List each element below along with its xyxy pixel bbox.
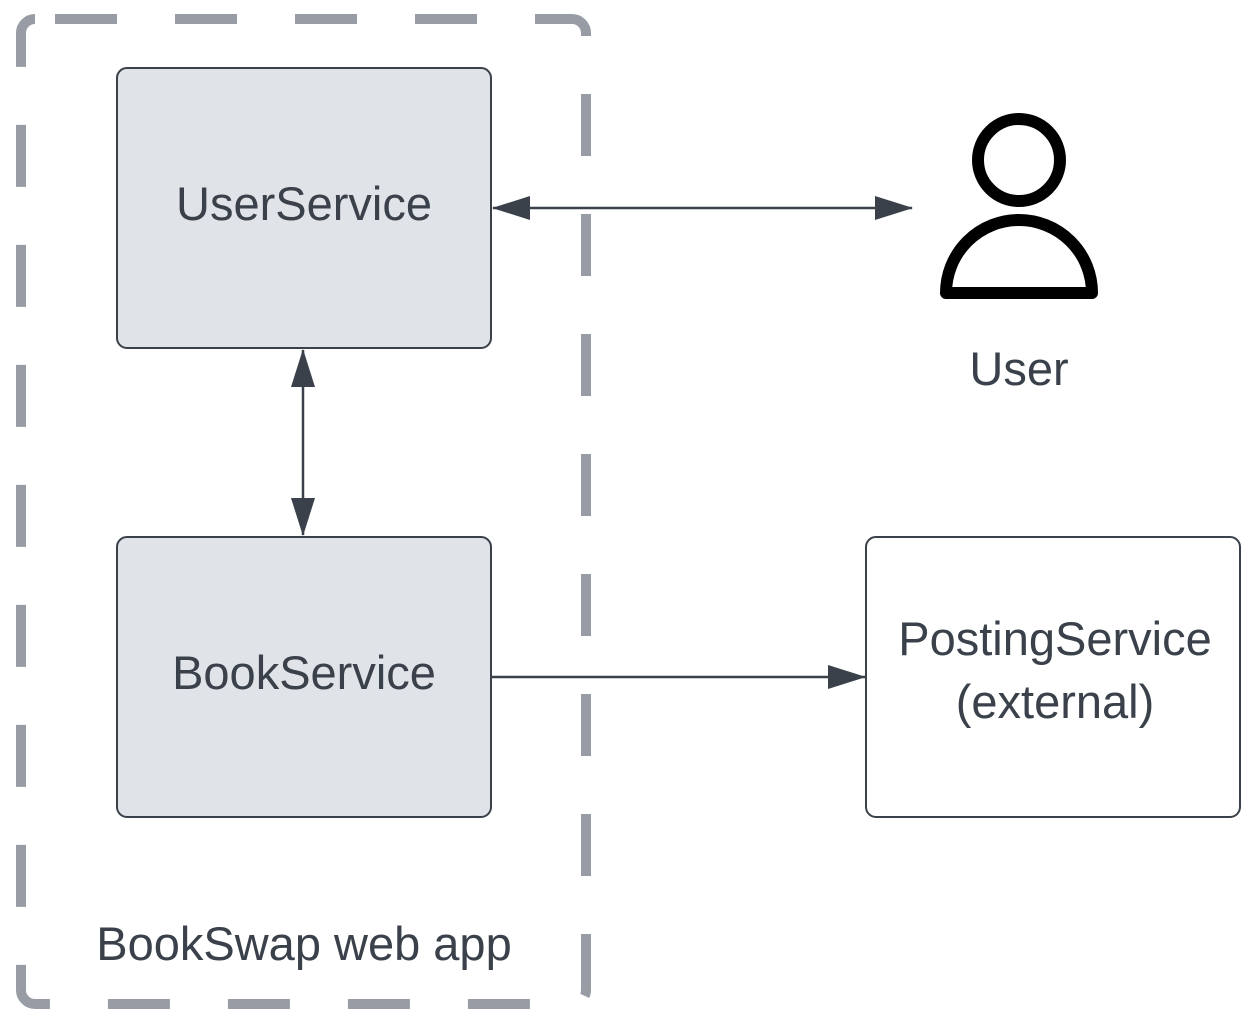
posting-service-sublabel: (external) bbox=[955, 675, 1155, 728]
user-service-label: UserService bbox=[176, 177, 432, 230]
posting-service-label: PostingService bbox=[898, 612, 1212, 665]
book-service-label: BookService bbox=[172, 646, 436, 699]
boundary-label: BookSwap web app bbox=[96, 917, 512, 970]
bookswap-boundary bbox=[16, 14, 591, 1009]
posting-service-box[interactable] bbox=[865, 536, 1241, 818]
user-person-icon[interactable] bbox=[940, 113, 1098, 299]
user-label: User bbox=[969, 342, 1069, 395]
user-service-box[interactable] bbox=[116, 67, 492, 349]
